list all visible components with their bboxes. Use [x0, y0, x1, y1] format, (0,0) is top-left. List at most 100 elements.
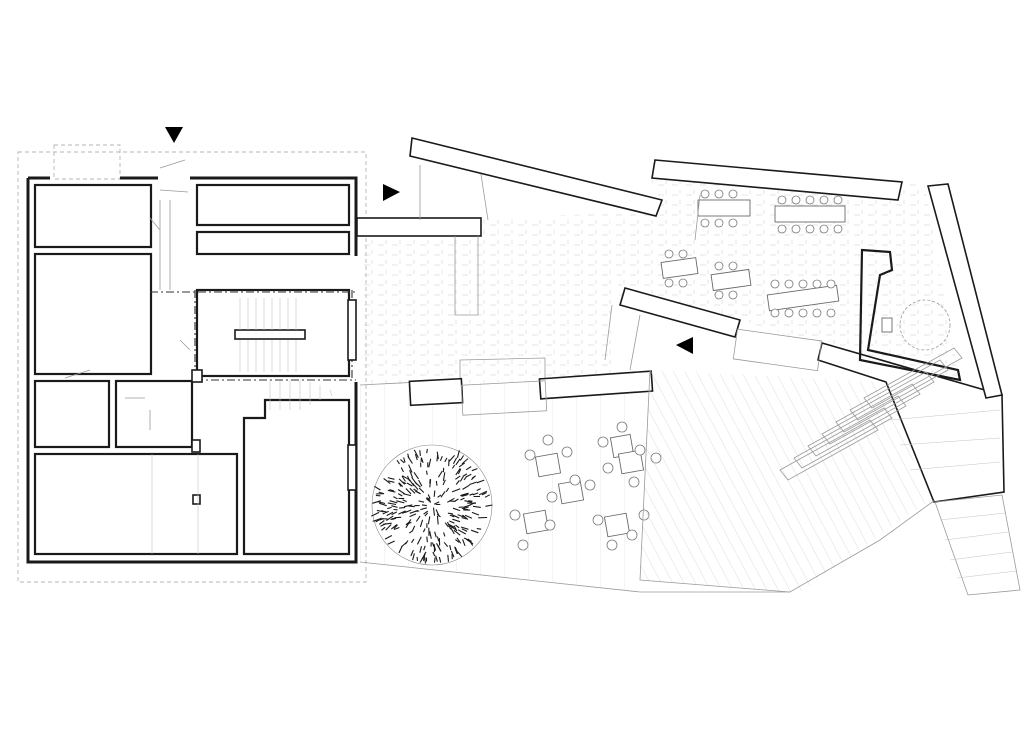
staircase	[234, 298, 333, 410]
tree-foliage-stroke	[434, 531, 437, 538]
tree-foliage-stroke	[381, 526, 386, 531]
chair	[714, 218, 724, 228]
chair	[664, 278, 674, 288]
chair	[819, 224, 829, 234]
tree-foliage-stroke	[440, 491, 446, 498]
tree-foliage-stroke	[437, 494, 442, 498]
chair	[714, 189, 724, 199]
room-small-west	[33, 379, 111, 449]
tree-foliage-stroke	[481, 492, 487, 496]
column	[191, 439, 201, 453]
tree-foliage-stroke	[465, 466, 472, 471]
tree-foliage-stroke	[426, 536, 428, 543]
tree-foliage-stroke	[413, 449, 419, 458]
tree-foliage-stroke	[465, 473, 472, 478]
tree-foliage-stroke	[390, 524, 398, 530]
entrance-arrow-pavilion-icon	[676, 337, 693, 354]
column	[192, 494, 201, 505]
tree-foliage-stroke	[436, 536, 440, 542]
tree-foliage-stroke	[399, 507, 406, 509]
link-paving	[360, 214, 612, 385]
tree-foliage-stroke	[384, 535, 393, 540]
tree-foliage-stroke	[424, 512, 429, 517]
tree-foliage-stroke	[462, 473, 468, 477]
tree-foliage-stroke	[451, 464, 456, 469]
tree-foliage-stroke	[460, 497, 465, 501]
tree-foliage-stroke	[442, 479, 446, 486]
chair	[805, 195, 815, 205]
chair	[542, 434, 554, 446]
tree-foliage-stroke	[460, 526, 469, 530]
chair	[546, 491, 558, 503]
roof-blade-west	[409, 137, 664, 217]
wall-pier	[347, 299, 357, 361]
chair	[524, 449, 536, 461]
tree-foliage-stroke	[471, 468, 478, 472]
tree-foliage-stroke	[371, 511, 380, 517]
tree-foliage-stroke	[457, 514, 464, 518]
tree-foliage-stroke	[449, 514, 455, 518]
tree-foliage-stroke	[463, 504, 471, 508]
deck-step	[835, 371, 935, 433]
tree-foliage-stroke	[461, 492, 469, 496]
tree-foliage-stroke	[401, 481, 407, 485]
deck-edge	[639, 369, 936, 593]
tree-foliage-stroke	[471, 476, 476, 481]
tree-foliage-stroke	[431, 542, 435, 547]
chair	[826, 279, 836, 289]
tree-foliage-stroke	[418, 500, 425, 503]
tree-foliage-stroke	[402, 499, 407, 503]
tree-foliage-stroke	[400, 459, 405, 464]
chair	[606, 539, 618, 551]
tree-foliage-stroke	[374, 485, 381, 491]
room-north-east	[195, 183, 351, 227]
chair	[798, 279, 808, 289]
tree-foliage-stroke	[437, 470, 443, 478]
tree-foliage-stroke	[378, 501, 386, 505]
tree-foliage-stroke	[448, 500, 456, 502]
tree-foliage-stroke	[411, 476, 418, 485]
tree-foliage-stroke	[476, 479, 485, 484]
tree-foliage-stroke	[455, 524, 460, 529]
tree-foliage-stroke	[415, 515, 421, 522]
chair	[812, 279, 822, 289]
chair	[728, 290, 738, 300]
tree-foliage-stroke	[461, 458, 469, 465]
tree-foliage-stroke	[408, 505, 415, 508]
tree-foliage-stroke	[406, 482, 413, 487]
tree-foliage-stroke	[447, 512, 453, 515]
tree-foliage-stroke	[457, 551, 463, 558]
tree-foliage-stroke	[421, 504, 427, 507]
tree-foliage-stroke	[418, 487, 425, 493]
tree-foliage-stroke	[448, 455, 456, 463]
connector	[356, 165, 654, 416]
room-west	[33, 252, 153, 376]
tree-foliage-stroke	[389, 489, 395, 492]
tree-foliage-stroke	[387, 540, 395, 545]
service-room-wall	[858, 248, 962, 382]
chair	[805, 224, 815, 234]
tree-foliage-stroke	[469, 481, 477, 486]
chair	[561, 446, 573, 458]
tree-foliage-stroke	[409, 469, 414, 478]
courtyard-seating	[509, 421, 662, 551]
chair	[770, 279, 780, 289]
link-canopy	[356, 217, 482, 237]
entrance-arrow-courtyard-icon	[383, 184, 400, 201]
deck-step	[793, 407, 893, 469]
courtyard	[359, 380, 790, 593]
pavilion-east-wall	[926, 183, 1003, 399]
tree-foliage-stroke	[381, 510, 387, 513]
tree-foliage-stroke	[463, 537, 472, 542]
tree-foliage-stroke	[484, 494, 490, 498]
new-pavilion	[409, 137, 1005, 503]
cafe-table	[617, 449, 645, 475]
tree-foliage-stroke	[456, 450, 460, 458]
tree-foliage-stroke	[408, 479, 415, 487]
tree-foliage-stroke	[452, 457, 458, 464]
tree-foliage-stroke	[470, 529, 479, 534]
wall-pier	[347, 444, 357, 491]
tree-foliage-stroke	[383, 477, 391, 485]
chair	[833, 195, 843, 205]
chair	[544, 519, 556, 531]
